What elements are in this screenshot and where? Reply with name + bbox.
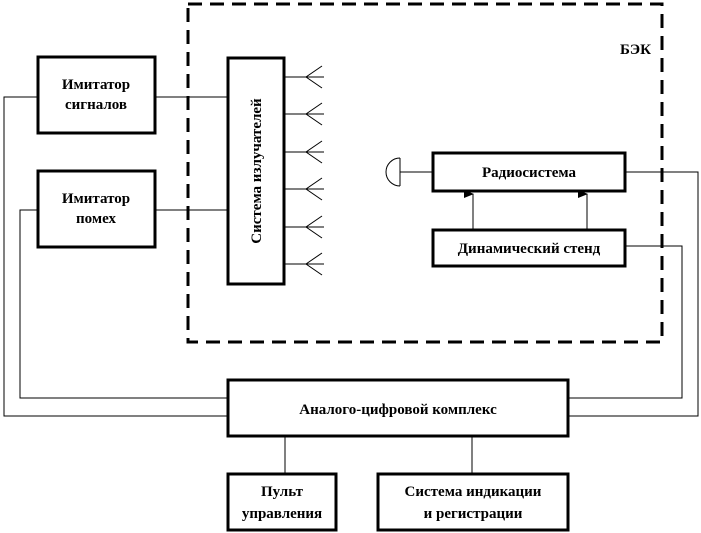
signal-imitator-label-line2: сигналов: [65, 97, 127, 113]
control-panel-label-line1: Пульт: [261, 484, 304, 500]
indication-system-label-line1: Система индикации: [405, 484, 542, 500]
emitter-system-block: Система излучателей: [226, 56, 286, 286]
antenna-icon: [284, 177, 324, 201]
antenna-icon: [284, 140, 324, 164]
emitter-system-label: Система излучателей: [249, 98, 265, 244]
noise-imitator-label-line1: Имитатор: [62, 191, 130, 207]
indication-system-label-line2: и регистрации: [424, 506, 523, 522]
bek-zone-boundary: [186, 2, 664, 344]
connection-lines: [3, 96, 699, 474]
indication-system-block: Система индикации и регистрации: [376, 472, 570, 532]
signal-imitator-label-line1: Имитатор: [62, 77, 130, 93]
control-panel-block: Пульт управления: [226, 472, 338, 532]
adc-complex-block: Аналого-цифровой комплекс: [226, 378, 570, 438]
radio-system-block: Радиосистема: [431, 151, 627, 193]
noise-imitator-label-line2: помех: [76, 211, 116, 227]
emitter-antennas: [284, 65, 324, 276]
antenna-icon: [284, 65, 324, 89]
dynamic-stand-block: Динамический стенд: [431, 228, 627, 268]
dish-antenna-icon: [385, 157, 401, 187]
noise-imitator-block: Имитатор помех: [36, 169, 157, 249]
antenna-icon: [284, 215, 324, 239]
adc-complex-label: Аналого-цифровой комплекс: [299, 402, 497, 418]
dynamic-stand-label: Динамический стенд: [458, 241, 601, 257]
radio-system-label: Радиосистема: [482, 165, 576, 181]
bek-zone-label: БЭК: [620, 42, 651, 58]
control-panel-label-line2: управления: [242, 506, 322, 522]
signal-imitator-block: Имитатор сигналов: [36, 55, 157, 135]
antenna-icon: [284, 102, 324, 126]
antenna-icon: [284, 252, 324, 276]
